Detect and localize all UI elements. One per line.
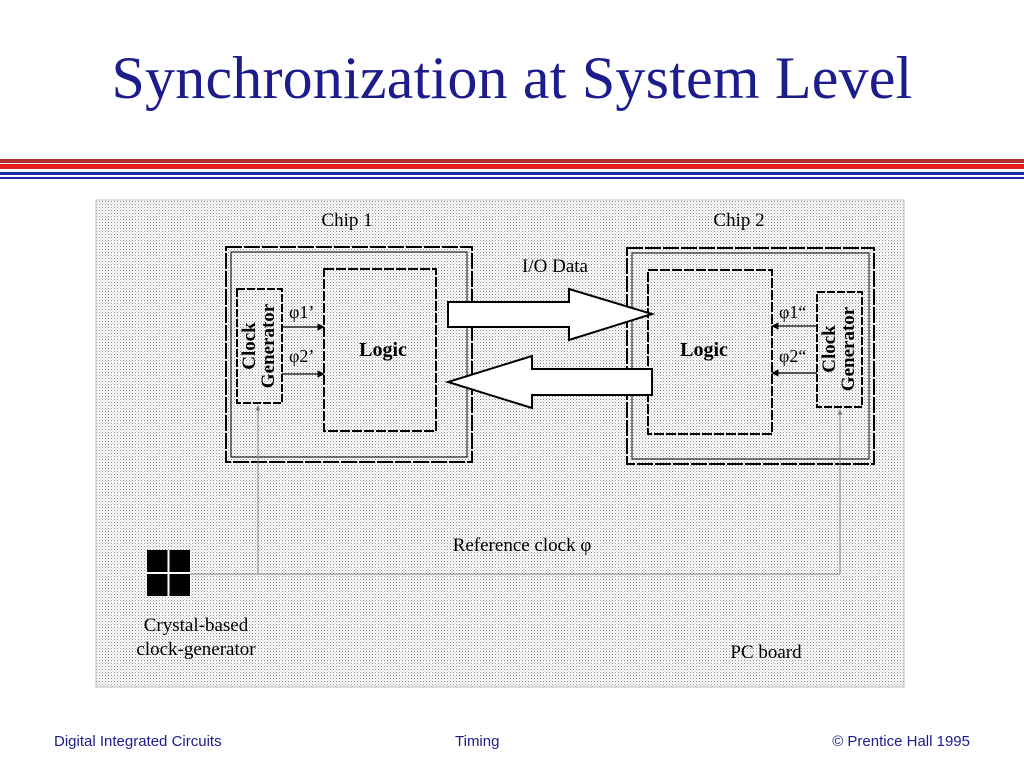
title-rule-red	[0, 164, 1024, 169]
reference-clock-label: Reference clock φ	[453, 535, 592, 556]
clock-gen2-label-line2: Generator	[838, 306, 859, 391]
title-rule-dark-red	[0, 159, 1024, 163]
phi1-chip1-label: φ1’	[289, 302, 314, 322]
phi1-chip2-label: φ1“	[779, 302, 806, 322]
chip2-label: Chip 2	[713, 210, 764, 231]
footer-course: Digital Integrated Circuits	[54, 733, 222, 750]
pc-board-label: PC board	[730, 642, 802, 663]
crystal-label-line1: Crystal-based	[144, 615, 249, 636]
footer-topic: Timing	[455, 733, 500, 750]
slide-title: Synchronization at System Level	[111, 45, 913, 111]
title-rule-blue-thin	[0, 177, 1024, 179]
crystal-label-line2: clock-generator	[136, 639, 256, 660]
logic1-box	[323, 268, 437, 432]
clock-gen1-label-line1: Clock	[239, 322, 260, 370]
phi2-chip2-label: φ2“	[779, 346, 806, 366]
phi2-chip1-label: φ2’	[289, 346, 314, 366]
clock-gen2-label-line1: Clock	[819, 325, 840, 373]
io-arrow-left	[444, 354, 653, 410]
io-arrow-right	[447, 287, 656, 342]
chip1-label: Chip 1	[321, 210, 372, 231]
clock-gen1-label-line2: Generator	[258, 303, 279, 388]
logic2-box	[647, 269, 773, 435]
clock-gen1-box	[236, 288, 283, 404]
logic1-label: Logic	[359, 339, 407, 361]
logic2-label: Logic	[680, 339, 728, 361]
clock-gen2-box	[816, 291, 863, 408]
crystal-icon	[147, 550, 190, 596]
title-rule-blue	[0, 172, 1024, 175]
io-data-label: I/O Data	[522, 256, 589, 277]
footer-copyright: © Prentice Hall 1995	[832, 733, 970, 750]
